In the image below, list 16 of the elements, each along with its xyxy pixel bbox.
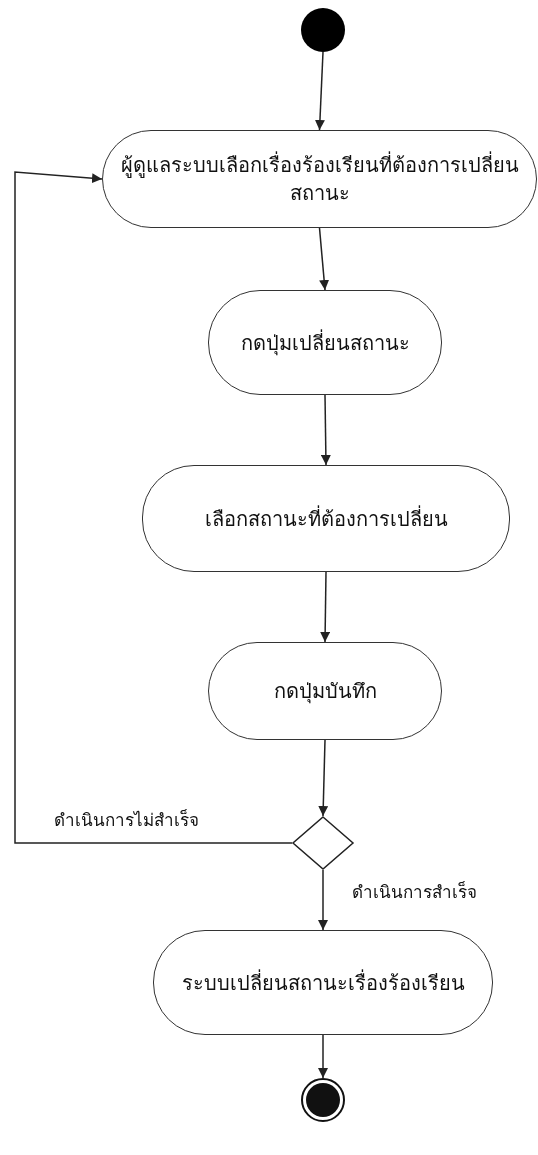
- arrow: [318, 1034, 328, 1079]
- arrow: [14, 171, 293, 844]
- activity-box: ผู้ดูแลระบบเลือกเรื่องร้องเรียนที่ต้องการเปลี่ยนสถานะ: [102, 130, 537, 228]
- activity-box: ระบบเปลี่ยนสถานะเรื่องร้องเรียน: [153, 930, 493, 1035]
- arrow: [320, 571, 331, 643]
- initial-node: [301, 8, 345, 52]
- activity-box: กดปุ่มเปลี่ยนสถานะ: [208, 290, 442, 395]
- arrow: [318, 739, 329, 817]
- arrow: [318, 869, 328, 931]
- activity-box: กดปุ่มบันทึก: [208, 642, 442, 740]
- arrow: [320, 394, 331, 466]
- arrow: [314, 51, 325, 131]
- final-node: [301, 1078, 345, 1122]
- activity-box: เลือกสถานะที่ต้องการเปลี่ยน: [142, 465, 510, 572]
- arrow: [318, 227, 330, 291]
- decision-diamond: [292, 816, 354, 870]
